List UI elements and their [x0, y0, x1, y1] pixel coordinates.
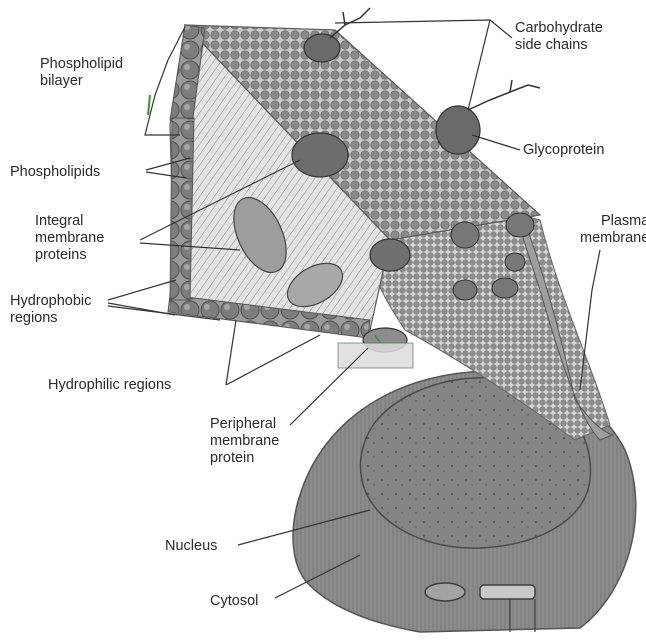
glycoprotein-shape [304, 34, 340, 62]
peripheral-box [338, 343, 413, 368]
carbohydrate-chain [468, 80, 540, 110]
glycoprotein-shape [436, 106, 480, 154]
vesicle [425, 583, 465, 601]
label-glycoprotein: Glycoprotein [523, 142, 604, 159]
label-cytosol: Cytosol [210, 593, 258, 610]
integral-protein [492, 278, 518, 298]
label-plasma-membrane: Plasma membrane [580, 213, 646, 247]
integral-protein [370, 239, 410, 271]
label-hydrophilic-regions: Hydrophilic regions [48, 377, 171, 394]
label-phospholipids: Phospholipids [10, 164, 100, 181]
label-hydrophobic-regions: Hydrophobic regions [10, 293, 91, 327]
bilayer-bracket-accent [148, 95, 150, 115]
integral-protein [506, 213, 534, 237]
integral-protein [292, 133, 348, 177]
integral-protein [505, 253, 525, 271]
channel [480, 585, 535, 599]
bilayer-left-heads [170, 118, 194, 300]
label-integral-membrane-proteins: Integral membrane proteins [35, 213, 104, 264]
integral-protein [453, 280, 477, 300]
label-nucleus: Nucleus [165, 538, 217, 555]
label-phospholipid-bilayer: Phospholipid bilayer [40, 56, 123, 90]
label-carbohydrate-side-chains: Carbohydrate side chains [515, 20, 603, 54]
label-peripheral-membrane-protein: Peripheral membrane protein [210, 416, 279, 467]
integral-protein [451, 222, 479, 248]
